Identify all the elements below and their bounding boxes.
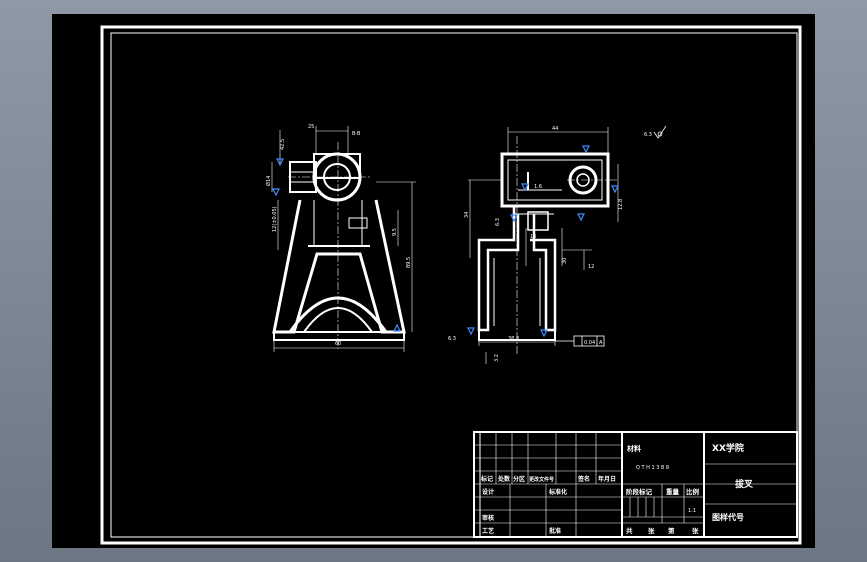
rev-header-3: 更改文件号 — [529, 476, 554, 483]
weight-label: 重量 — [666, 487, 680, 496]
drawing-sheet: 25 B-B 42.5 Ø14 12(±0.05) 89.5 60 9.5 — [52, 14, 815, 548]
left-arch-inner — [303, 307, 373, 333]
dim-left-top-width: 25 — [308, 124, 314, 130]
material-value: Q T H 1 3 8 8 — [636, 465, 669, 471]
dim-right-fork-depth: 30 — [562, 258, 568, 264]
dim-left-total-height: 89.5 — [406, 257, 412, 268]
dim-right-roughness-b: 6.3 — [495, 218, 501, 226]
dim-right-fork-width: 38.8 — [508, 336, 519, 342]
scale-label: 比例 — [686, 487, 700, 496]
standardized-label: 标准化 — [548, 488, 567, 496]
left-legs — [272, 199, 406, 334]
dim-right-step: 6.3 — [448, 336, 456, 342]
dim-right-roughness-a: 1.6 — [534, 184, 542, 190]
dim-left-side-flat: 12(±0.05) — [272, 206, 278, 232]
sheet-of-label: 第 — [668, 526, 675, 535]
rev-header-5: 年月日 — [598, 475, 616, 483]
sheets-label: 张 — [648, 526, 655, 535]
right-stem-left — [477, 206, 520, 332]
right-roughness-symbols — [467, 145, 619, 338]
right-stem-right — [530, 214, 557, 332]
left-view — [272, 142, 406, 349]
inner-frame — [110, 32, 798, 538]
stage-label: 阶段标记 — [626, 487, 653, 496]
dim-right-flat: 12.8 — [618, 199, 624, 210]
dim-right-small: 3.2 — [494, 354, 500, 362]
tolerance-frame — [555, 335, 605, 347]
rev-header-4: 签名 — [577, 475, 590, 483]
school-name: XX学院 — [712, 442, 744, 454]
right-key-slot — [527, 211, 549, 231]
drawing-no-label: 图样代号 — [712, 512, 744, 522]
right-view — [477, 136, 618, 354]
tolerance-value: 0.04 — [584, 340, 595, 346]
dim-left-slot: 9.5 — [392, 228, 398, 236]
tolerance-ref: A — [599, 340, 603, 346]
corner-roughness-symbol — [653, 125, 667, 139]
left-view-dims — [271, 126, 416, 352]
left-hub-section — [313, 153, 361, 179]
material-label: 材料 — [626, 444, 641, 453]
sheet-label: 张 — [692, 526, 699, 535]
rev-header-1: 处数 — [497, 475, 511, 483]
dim-right-top-width: 44 — [552, 126, 558, 132]
dim-right-offset: 12 — [588, 264, 594, 270]
right-view-dims — [468, 127, 619, 364]
left-roughness-symbols — [272, 158, 401, 332]
designer-label: 设计 — [482, 488, 494, 496]
part-name: 拔叉 — [735, 478, 754, 490]
scale-value: 1:1 — [688, 508, 696, 514]
dim-right-slot-width: 14 — [530, 234, 536, 240]
craft-label: 工艺 — [482, 527, 494, 535]
rev-header-0: 标记 — [480, 475, 493, 483]
approve-label: 批准 — [549, 527, 561, 535]
outer-frame — [100, 25, 802, 545]
dim-left-top-height: 42.5 — [280, 139, 286, 150]
corner-roughness-value: 6.3 — [644, 132, 652, 138]
cad-drawing: 25 B-B 42.5 Ø14 12(±0.05) 89.5 60 9.5 — [100, 25, 802, 545]
rev-header-2: 分区 — [513, 475, 525, 483]
sheets-total-label: 共 — [626, 526, 633, 535]
title-block-text: 材料 Q T H 1 3 8 8 XX学院 拔叉 图样代号 1:1 阶段标记 重… — [480, 442, 754, 535]
title-block — [473, 431, 798, 538]
checker-label: 审核 — [482, 514, 494, 522]
dim-left-base-width: 60 — [335, 341, 341, 347]
dim-right-height-a: 34 — [464, 212, 470, 218]
dim-left-bore: Ø14 — [265, 176, 272, 186]
left-section-label: B-B — [352, 131, 361, 137]
